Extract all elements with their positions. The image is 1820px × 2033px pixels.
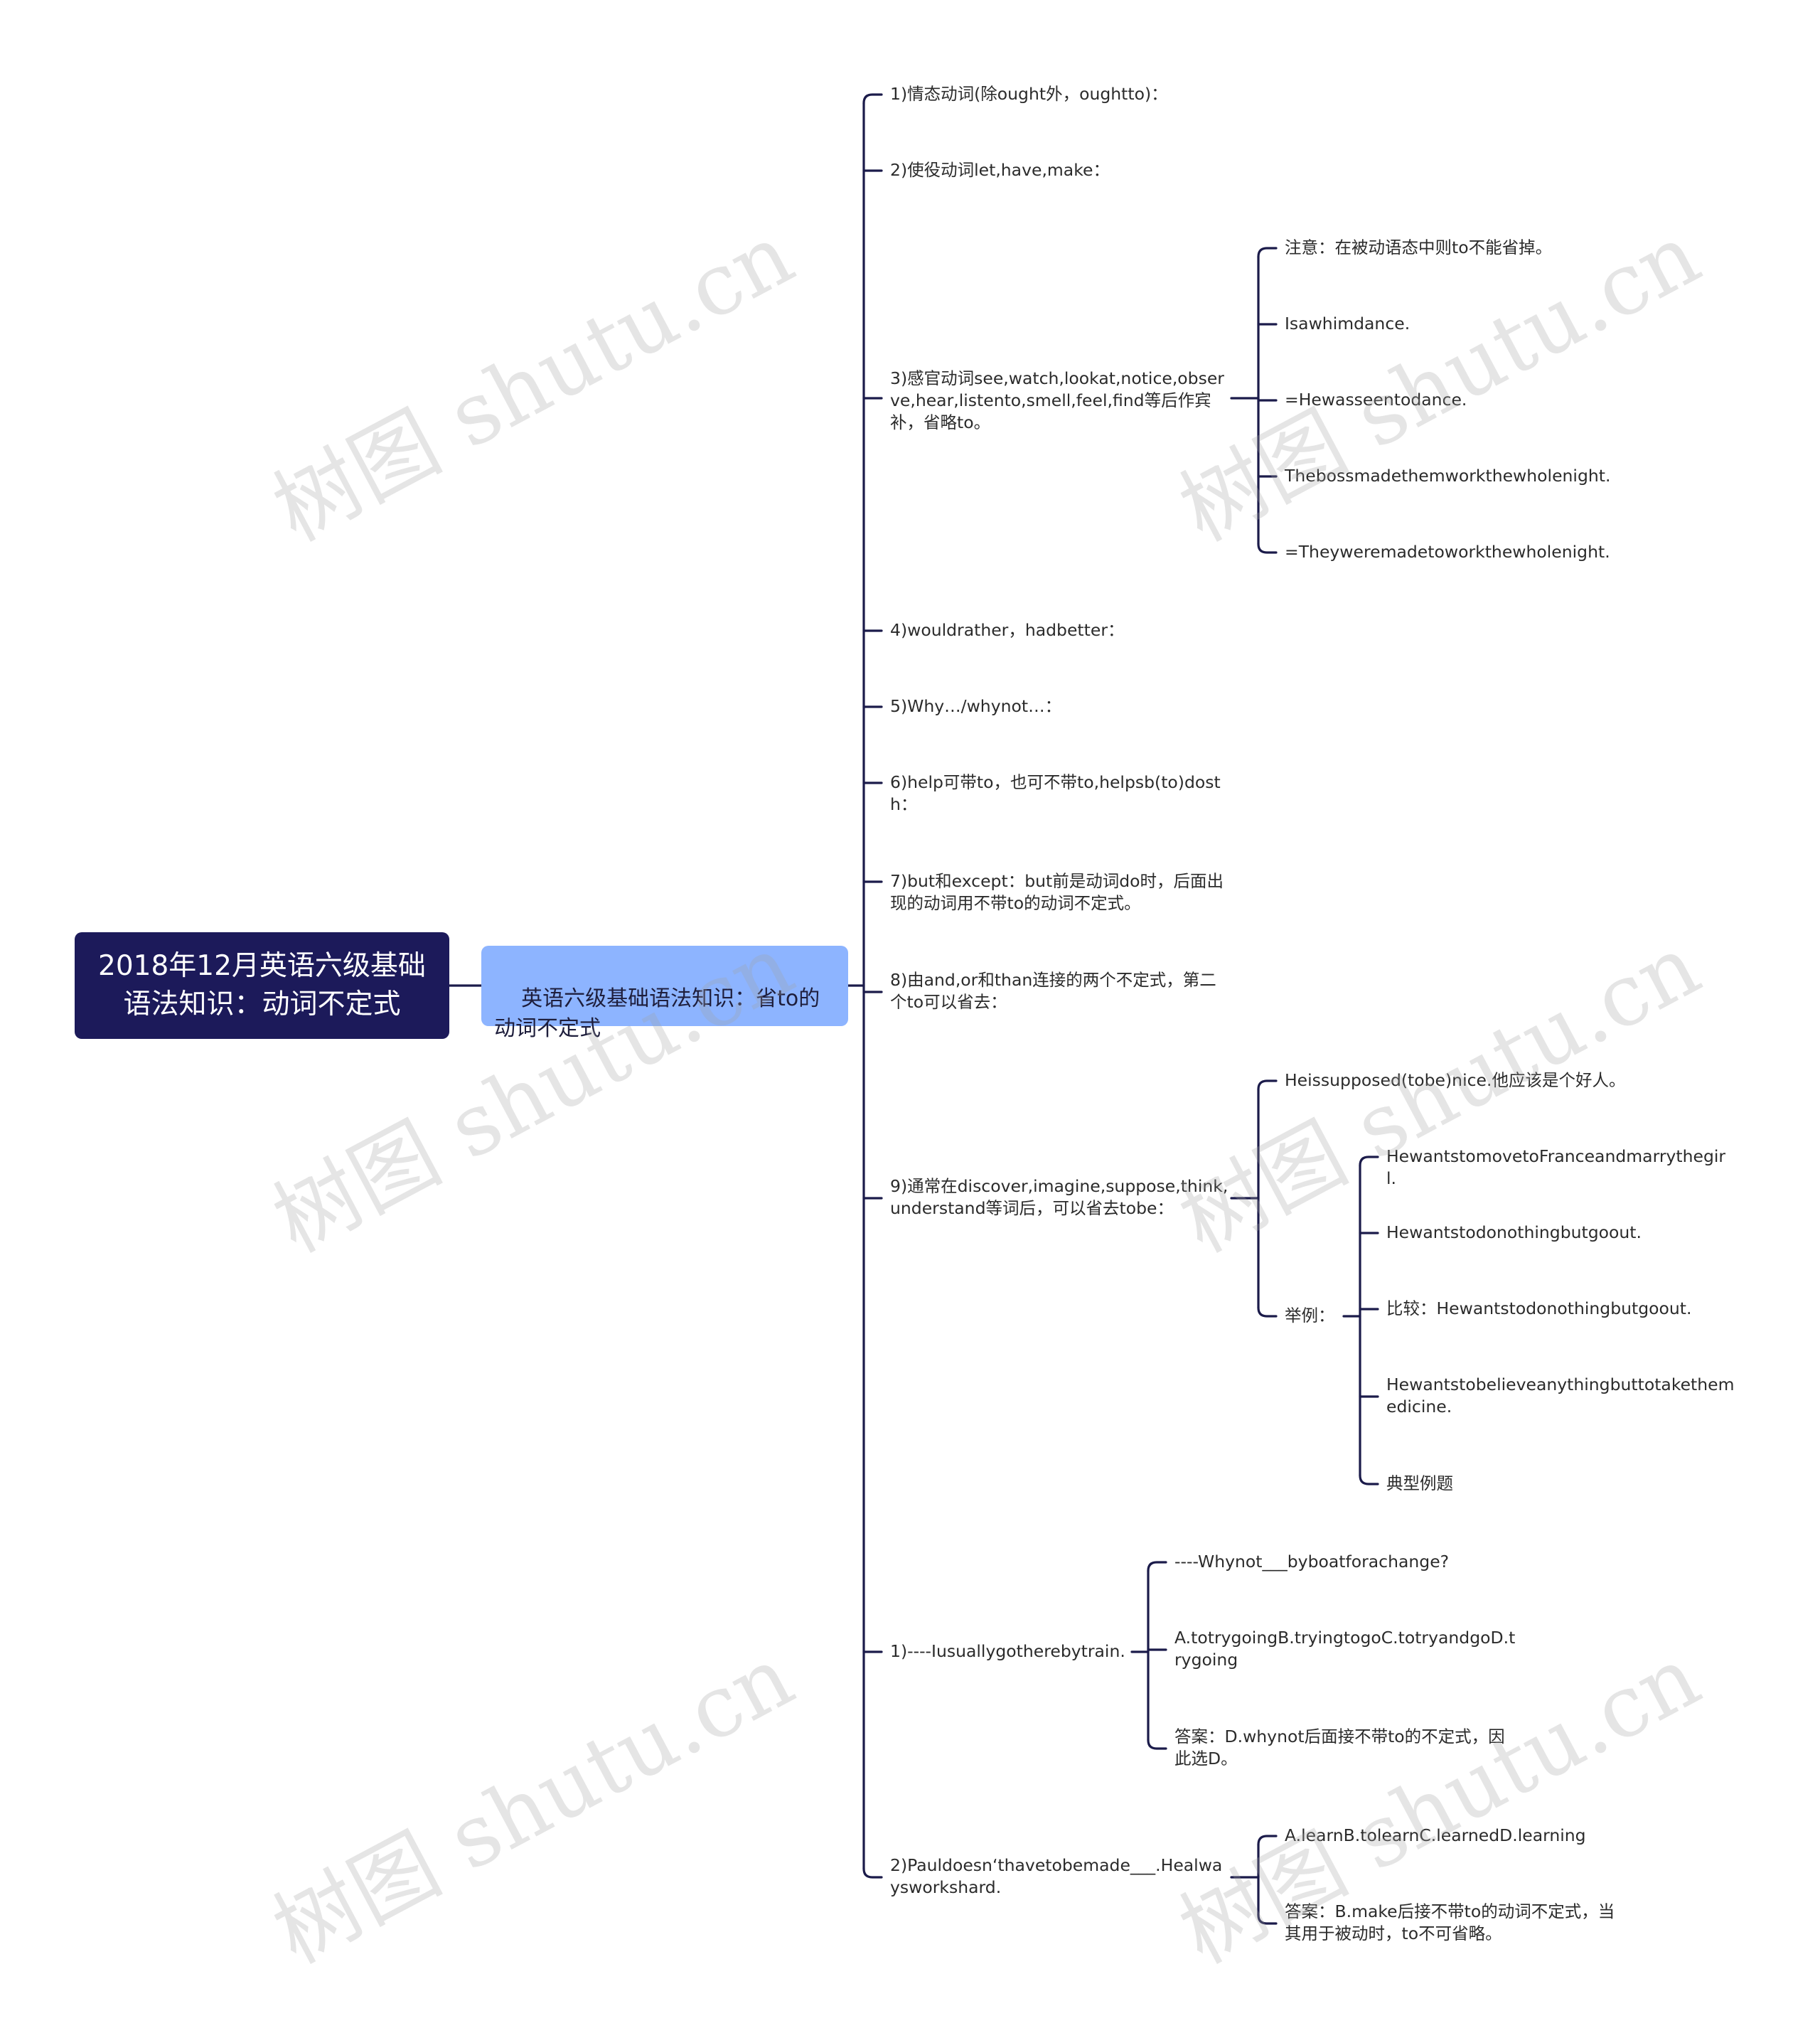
item-label: 8)由and,or和than连接的两个不定式，第二个to可以省去： xyxy=(890,970,1216,1012)
train-branch xyxy=(1147,1739,1167,1750)
leaf-label: =Hewasseentodance. xyxy=(1285,390,1467,410)
example-move-to-france[interactable]: HewantstomovetoFranceandmarrythegirl. xyxy=(1386,1146,1735,1190)
leaf-label: Thebossmadethemworkthewholenight. xyxy=(1285,466,1611,486)
item-label: 6)help可带to，也可不带to,helpsb(to)dosth： xyxy=(890,772,1221,814)
examples-branch xyxy=(1359,1156,1379,1167)
item-and-or-than[interactable]: 8)由and,or和than连接的两个不定式，第二个to可以省去： xyxy=(890,969,1231,1013)
example-compare[interactable]: 比较：Hewantstodonothingbutgoout. xyxy=(1386,1298,1735,1320)
item-discover-imagine[interactable]: 9)通常在discover,imagine,suppose,think,unde… xyxy=(890,1175,1231,1220)
main-topic-node[interactable]: 英语六级基础语法知识：省to的动词不定式 xyxy=(481,946,848,1041)
tobe-example[interactable]: Heissupposed(tobe)nice.他应该是个好人。 xyxy=(1285,1069,1654,1092)
sense-example-2[interactable]: =Hewasseentodance. xyxy=(1285,389,1626,411)
leaf-label: HewantstomovetoFranceandmarrythegirl. xyxy=(1386,1146,1726,1188)
paul-options[interactable]: A.learnB.tolearnC.learnedD.learning xyxy=(1285,1825,1626,1847)
leaf-label: 注意：在被动语态中则to不能省掉。 xyxy=(1285,238,1553,257)
item-would-rather[interactable]: 4)wouldrather，hadbetter： xyxy=(890,619,1231,641)
item-label: 9)通常在discover,imagine,suppose,think,unde… xyxy=(890,1176,1228,1218)
item-causative-verbs[interactable]: 2)使役动词let,have,make： xyxy=(890,159,1231,181)
leaf-label: 典型例题 xyxy=(1386,1473,1453,1493)
main-branch xyxy=(862,1867,883,1879)
sense-branch xyxy=(1257,247,1278,258)
item-label: 5)Why…/whynot…： xyxy=(890,696,1062,716)
train-question[interactable]: ----Whynot___byboatforachange? xyxy=(1174,1551,1516,1573)
item-sense-verbs[interactable]: 3)感官动词see,watch,lookat,notice,observe,he… xyxy=(890,368,1231,434)
paul-branch xyxy=(1257,1835,1278,1846)
sense-note[interactable]: 注意：在被动语态中则to不能省掉。 xyxy=(1285,237,1626,259)
root-label: 2018年12月英语六级基础语法知识：动词不定式 xyxy=(98,950,426,1020)
leaf-label: A.totrygoingB.tryingtogoC.totryandgoD.tr… xyxy=(1174,1628,1516,1670)
leaf-label: Hewantstobelieveanythingbuttotakethemedi… xyxy=(1386,1375,1735,1416)
train-branch xyxy=(1147,1561,1167,1572)
item-label: 1)----Iusuallygotherebytrain. xyxy=(890,1641,1125,1661)
leaf-label: =Theyweremadetoworkthewholenight. xyxy=(1285,542,1610,562)
sense-branch xyxy=(1257,543,1278,554)
sense-example-3[interactable]: Thebossmadethemworkthewholenight. xyxy=(1285,465,1626,487)
watermark: 树图 shutu.cn xyxy=(258,1627,809,1983)
item-label: 4)wouldrather，hadbetter： xyxy=(890,620,1125,640)
root-node[interactable]: 2018年12月英语六级基础语法知识：动词不定式 xyxy=(75,932,449,1039)
leaf-label: 答案：D.whynot后面接不带to的不定式，因此选D。 xyxy=(1174,1727,1505,1768)
item-example-train[interactable]: 1)----Iusuallygotherebytrain. xyxy=(890,1640,1132,1663)
main-branch xyxy=(862,93,883,105)
sense-example-4[interactable]: =Theyweremadetoworkthewholenight. xyxy=(1285,541,1626,563)
leaf-label: Heissupposed(tobe)nice.他应该是个好人。 xyxy=(1285,1070,1626,1090)
sense-example-1[interactable]: Isawhimdance. xyxy=(1285,313,1626,335)
paul-answer[interactable]: 答案：B.make后接不带to的动词不定式，当其用于被动时，to不可省略。 xyxy=(1285,1901,1626,1945)
leaf-label: A.learnB.tolearnC.learnedD.learning xyxy=(1285,1825,1586,1845)
example-nothing-but[interactable]: Hewantstodonothingbutgoout. xyxy=(1386,1222,1735,1244)
main-topic-label: 英语六级基础语法知识：省to的动词不定式 xyxy=(494,986,820,1041)
item-but-except[interactable]: 7)but和except：but前是动词do时，后面出现的动词用不带to的动词不… xyxy=(890,870,1231,914)
tobe-branch xyxy=(1257,1079,1278,1091)
paul-branch xyxy=(1257,1914,1278,1925)
examples-group[interactable]: 举例： xyxy=(1285,1305,1356,1327)
example-typical[interactable]: 典型例题 xyxy=(1386,1473,1735,1495)
leaf-label: ----Whynot___byboatforachange? xyxy=(1174,1552,1450,1572)
leaf-label: Hewantstodonothingbutgoout. xyxy=(1386,1222,1642,1242)
leaf-label: 答案：B.make后接不带to的动词不定式，当其用于被动时，to不可省略。 xyxy=(1285,1901,1615,1943)
item-label: 2)使役动词let,have,make： xyxy=(890,160,1110,180)
item-label: 1)情态动词(除ought外，oughtto)： xyxy=(890,84,1168,104)
train-options[interactable]: A.totrygoingB.tryingtogoC.totryandgoD.tr… xyxy=(1174,1627,1516,1671)
item-label: 3)感官动词see,watch,lookat,notice,observe,he… xyxy=(890,368,1224,432)
leaf-label: 举例： xyxy=(1285,1306,1335,1325)
watermark: 树图 shutu.cn xyxy=(258,205,809,561)
item-label: 2)Pauldoesn‘thavetobemade___.Healwayswor… xyxy=(890,1855,1223,1897)
example-believe[interactable]: Hewantstobelieveanythingbuttotakethemedi… xyxy=(1386,1374,1735,1418)
item-example-paul[interactable]: 2)Pauldoesn‘thavetobemade___.Healwayswor… xyxy=(890,1855,1231,1899)
leaf-label: Isawhimdance. xyxy=(1285,314,1410,334)
leaf-label: 比较：Hewantstodonothingbutgoout. xyxy=(1386,1298,1692,1318)
train-answer[interactable]: 答案：D.whynot后面接不带to的不定式，因此选D。 xyxy=(1174,1726,1516,1770)
item-why-not[interactable]: 5)Why…/whynot…： xyxy=(890,695,1231,717)
examples-branch xyxy=(1359,1474,1379,1485)
item-label: 7)but和except：but前是动词do时，后面出现的动词用不带to的动词不… xyxy=(890,871,1224,913)
item-help[interactable]: 6)help可带to，也可不带to,helpsb(to)dosth： xyxy=(890,772,1231,816)
item-modal-verbs[interactable]: 1)情态动词(除ought外，oughtto)： xyxy=(890,83,1231,105)
tobe-branch xyxy=(1257,1306,1278,1318)
